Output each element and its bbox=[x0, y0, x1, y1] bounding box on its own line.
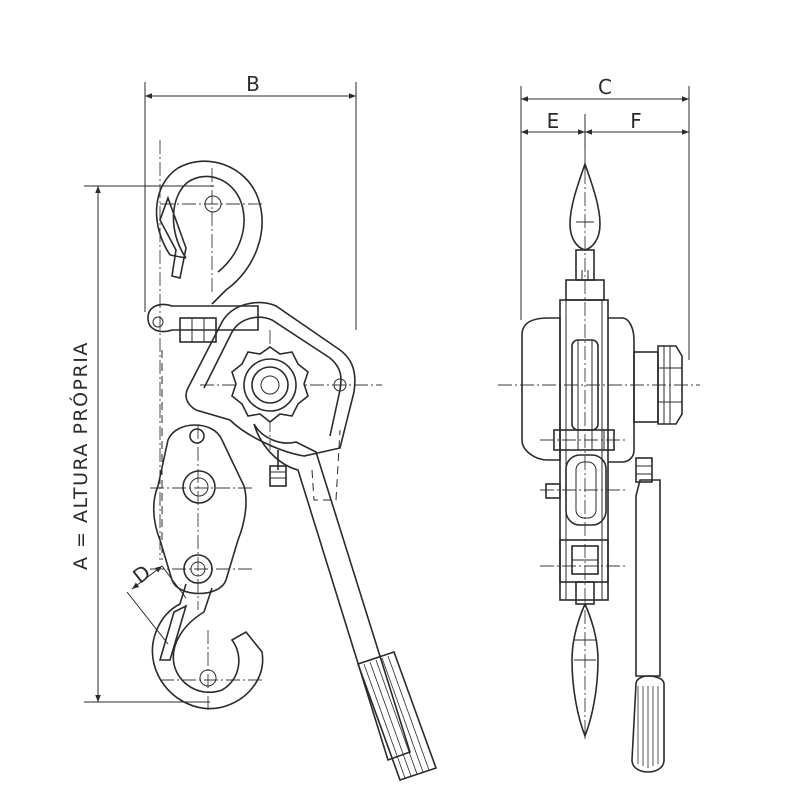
dimension-e: E bbox=[521, 109, 586, 170]
dimension-f: F bbox=[585, 109, 689, 135]
side-handle bbox=[631, 479, 665, 773]
front-view bbox=[147, 140, 438, 782]
lever-grip-texture bbox=[363, 655, 430, 779]
side-grip-texture bbox=[637, 686, 659, 768]
dimension-b: B bbox=[144, 72, 357, 330]
hoist-body bbox=[185, 301, 356, 457]
top-shackle bbox=[147, 303, 259, 343]
top-hook bbox=[155, 160, 263, 305]
dimension-f-label: F bbox=[630, 109, 642, 133]
bottom-block bbox=[152, 424, 247, 595]
side-ratchet-wheel bbox=[633, 345, 683, 483]
dimension-b-label: B bbox=[246, 72, 260, 96]
side-view bbox=[498, 148, 700, 773]
lever-handle bbox=[253, 423, 438, 782]
side-body bbox=[521, 279, 635, 605]
dimension-a: A = ALTURA PRÓPRIA bbox=[68, 185, 214, 703]
dimension-e-label: E bbox=[547, 109, 560, 133]
dimension-a-label: A = ALTURA PRÓPRIA bbox=[68, 341, 92, 570]
side-top-hook bbox=[569, 161, 601, 281]
side-bottom-hook bbox=[571, 602, 599, 739]
bottom-hook bbox=[151, 583, 264, 710]
dimension-d-label: D bbox=[128, 560, 155, 588]
dimension-c-label: C bbox=[598, 75, 612, 99]
